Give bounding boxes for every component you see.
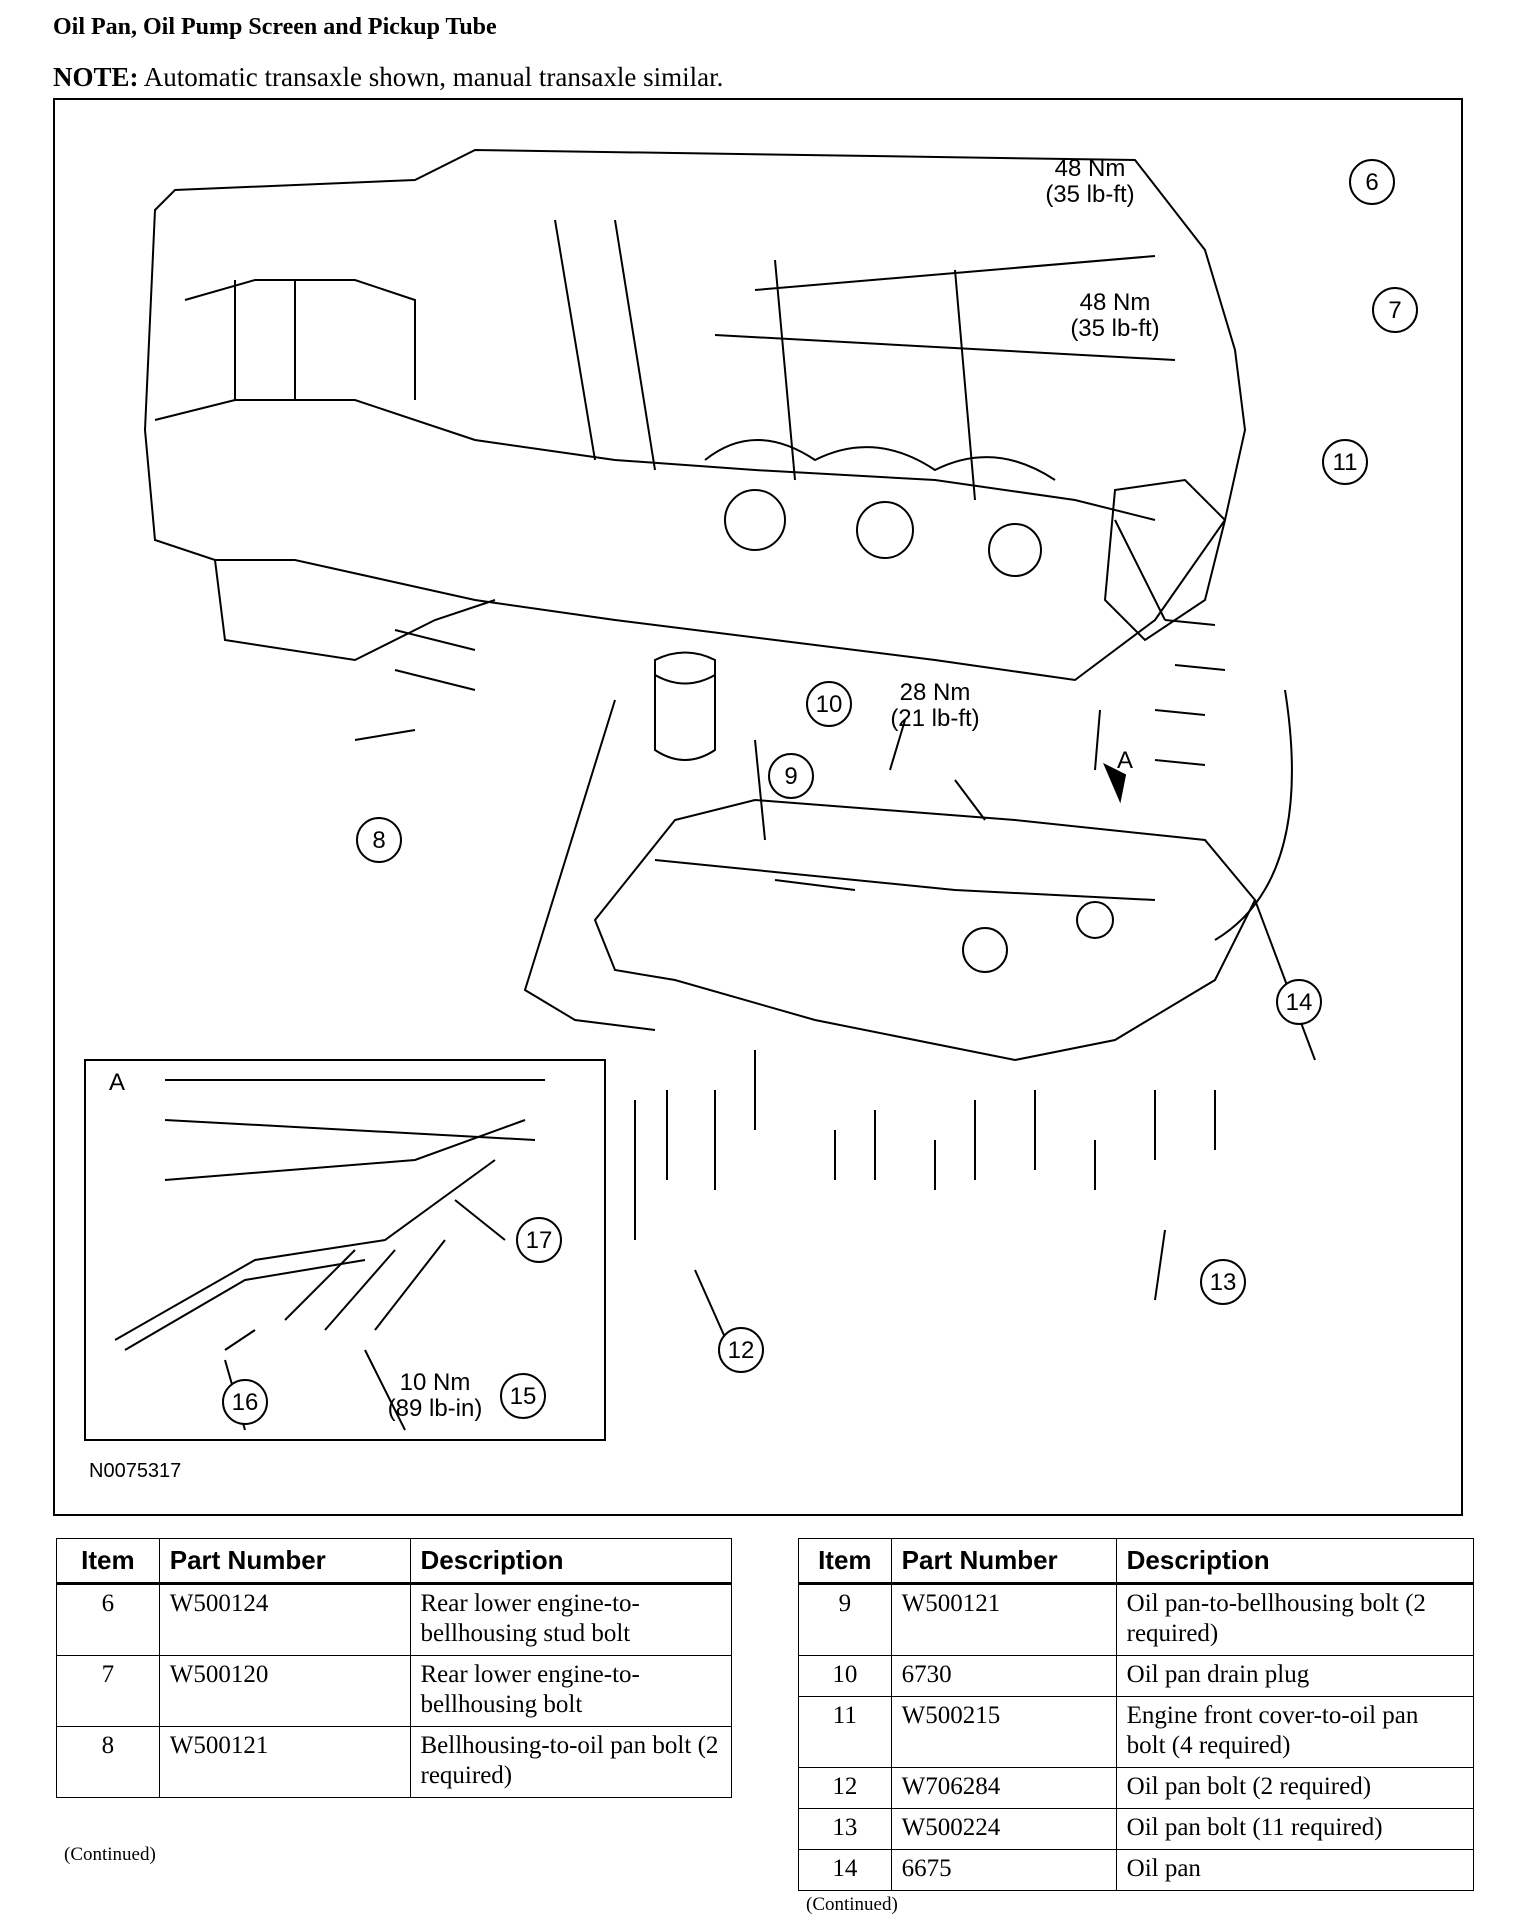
column-header-item: Item	[798, 1538, 892, 1585]
bubble-16: 16	[232, 1389, 259, 1416]
part-number-cell: W500121	[890, 1583, 1117, 1656]
part-number-cell: W500121	[158, 1726, 411, 1798]
table-row: 14 6675 Oil pan	[798, 1849, 1475, 1891]
bubble-8: 8	[372, 827, 385, 854]
callout-7-torque-alt: (35 lb-ft)	[1070, 315, 1159, 342]
table-row: 11 W500215 Engine front cover-to-oil pan…	[798, 1696, 1475, 1768]
item-cell: 11	[798, 1696, 892, 1768]
item-cell: 12	[798, 1767, 892, 1809]
continued-left: (Continued)	[64, 1844, 156, 1865]
engine-illustration: 48 Nm (35 lb-ft) 48 Nm (35 lb-ft) 28 Nm …	[84, 148, 1418, 1441]
inset-label-a: A	[109, 1069, 125, 1096]
bubble-7: 7	[1388, 297, 1401, 324]
bubble-14: 14	[1286, 989, 1313, 1016]
part-number-cell: W500124	[158, 1583, 411, 1656]
bubble-12: 12	[728, 1337, 755, 1364]
item-cell: 10	[798, 1655, 892, 1697]
oil-filter	[654, 651, 716, 761]
inset-detail-box	[84, 1059, 606, 1441]
description-cell: Rear lower engine-to-bellhousing bolt	[409, 1655, 732, 1727]
exploded-view-figure: 48 Nm (35 lb-ft) 48 Nm (35 lb-ft) 28 Nm …	[53, 98, 1463, 1516]
callout-15-torque-alt: (89 lb-in)	[388, 1395, 483, 1422]
part-number-cell: W500120	[158, 1655, 411, 1727]
description-cell: Oil pan	[1115, 1849, 1475, 1891]
table-row: 10 6730 Oil pan drain plug	[798, 1655, 1475, 1697]
description-cell: Engine front cover-to-oil pan bolt (4 re…	[1115, 1696, 1475, 1768]
table-row: 13 W500224 Oil pan bolt (11 required)	[798, 1808, 1475, 1850]
bubble-17: 17	[526, 1227, 553, 1254]
description-cell: Rear lower engine-to-bellhousing stud bo…	[409, 1583, 732, 1656]
continued-right: (Continued)	[806, 1894, 898, 1915]
callout-7-torque-nm: 48 Nm	[1080, 289, 1151, 316]
description-cell: Oil pan drain plug	[1115, 1655, 1475, 1697]
part-number-cell: 6675	[890, 1849, 1117, 1891]
item-cell: 7	[56, 1655, 160, 1727]
callout-6-torque-alt: (35 lb-ft)	[1045, 181, 1134, 208]
parts-table-left: Item Part Number Description 6 W500124 R…	[56, 1538, 732, 1798]
item-cell: 6	[56, 1583, 160, 1656]
note: NOTE: Automatic transaxle shown, manual …	[53, 62, 723, 93]
description-cell: Oil pan bolt (2 required)	[1115, 1767, 1475, 1809]
table-row: 8 W500121 Bellhousing-to-oil pan bolt (2…	[56, 1726, 732, 1798]
table-row: 6 W500124 Rear lower engine-to-bellhousi…	[56, 1583, 732, 1656]
bubble-9: 9	[784, 763, 797, 790]
table-row: 9 W500121 Oil pan-to-bellhousing bolt (2…	[798, 1583, 1475, 1656]
column-header-item: Item	[56, 1538, 160, 1585]
item-cell: 8	[56, 1726, 160, 1798]
figure-id: N0075317	[89, 1460, 182, 1482]
part-number-cell: W500215	[890, 1696, 1117, 1768]
parts-table-right: Item Part Number Description 9 W500121 O…	[798, 1538, 1475, 1891]
table-row: 12 W706284 Oil pan bolt (2 required)	[798, 1767, 1475, 1809]
note-label: NOTE:	[53, 62, 139, 92]
callout-10-torque-nm: 28 Nm	[900, 679, 971, 706]
page-title: Oil Pan, Oil Pump Screen and Pickup Tube	[53, 14, 497, 40]
note-text: Automatic transaxle shown, manual transa…	[138, 62, 724, 92]
part-number-cell: W500224	[890, 1808, 1117, 1850]
item-cell: 13	[798, 1808, 892, 1850]
column-header-part-number: Part Number	[158, 1538, 411, 1585]
callout-6-torque-nm: 48 Nm	[1055, 155, 1126, 182]
column-header-description: Description	[1115, 1538, 1475, 1585]
item-cell: 14	[798, 1849, 892, 1891]
engine-block-outline	[143, 148, 1247, 682]
part-number-cell: W706284	[890, 1767, 1117, 1809]
oil-pan-outline	[593, 798, 1257, 1062]
callout-10-torque-alt: (21 lb-ft)	[890, 705, 979, 732]
bubble-11: 11	[1333, 449, 1358, 476]
bubble-13: 13	[1210, 1269, 1237, 1296]
column-header-description: Description	[409, 1538, 732, 1585]
bubble-15: 15	[510, 1383, 537, 1410]
view-label-a: A	[1117, 747, 1133, 774]
column-header-part-number: Part Number	[890, 1538, 1117, 1585]
item-cell: 9	[798, 1583, 892, 1656]
callout-15-torque-nm: 10 Nm	[400, 1369, 471, 1396]
table-row: 7 W500120 Rear lower engine-to-bellhousi…	[56, 1655, 732, 1727]
bubble-10: 10	[816, 691, 843, 718]
description-cell: Oil pan bolt (11 required)	[1115, 1808, 1475, 1850]
description-cell: Bellhousing-to-oil pan bolt (2 required)	[409, 1726, 732, 1798]
part-number-cell: 6730	[890, 1655, 1117, 1697]
description-cell: Oil pan-to-bellhousing bolt (2 required)	[1115, 1583, 1475, 1656]
bubble-6: 6	[1365, 169, 1378, 196]
